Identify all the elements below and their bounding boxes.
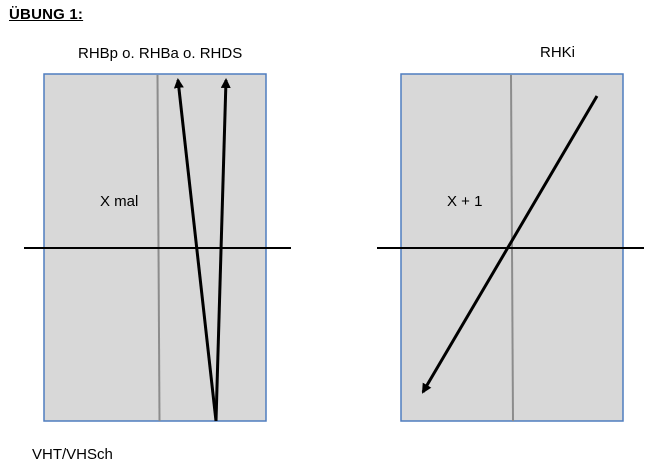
left-panel-arrow-left	[173, 78, 218, 422]
left-panel-arrow-right	[214, 78, 231, 422]
left-panel-inner-label: X mal	[100, 193, 139, 210]
left-panel-bottom-label: VHT/VHSch	[32, 446, 113, 463]
right-panel-top-label: RHKi	[540, 44, 576, 61]
right-panel-diagonal-arrow	[421, 95, 599, 394]
right-panel-inner-label: X + 1	[447, 193, 483, 210]
page-title: ÜBUNG 1:	[9, 6, 84, 23]
left-panel-top-label: RHBp o. RHBa o. RHDS	[78, 45, 243, 62]
right-panel	[377, 73, 644, 422]
left-panel	[24, 73, 291, 422]
